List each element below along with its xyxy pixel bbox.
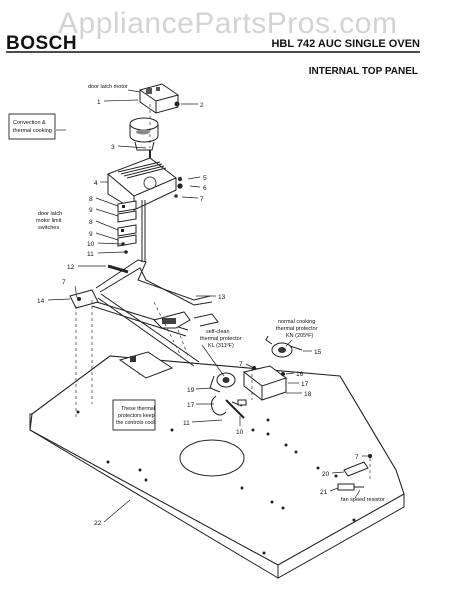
part-number-11b: 11: [183, 420, 190, 427]
door-latch-motor-part: [129, 83, 180, 151]
part-number-4: 4: [94, 180, 98, 187]
part-number-10a: 10: [87, 241, 95, 248]
part-number-10b: 10: [236, 429, 244, 436]
limit-switches-label-line-3: switches: [38, 225, 59, 231]
part-number-22: 22: [94, 520, 102, 527]
limit-switches-label-line-1: door latch: [38, 211, 62, 217]
protector-bracket-part: [210, 365, 288, 419]
self-clean-label-line-1: self-clean: [206, 329, 230, 335]
part-number-9b: 9: [89, 231, 93, 238]
self-clean-label-line-3: KL (311ºF): [208, 342, 234, 349]
brand-logo: BOSCH: [6, 33, 78, 54]
watermark: AppliancePartsPros.com: [58, 7, 398, 40]
part-number-1: 1: [97, 99, 101, 106]
protectors-note-line-3: the controls cool.: [116, 420, 156, 426]
normal-cooking-label-line-2: thermal protector: [276, 326, 318, 332]
convection-callout-box: [8, 113, 56, 140]
top-panel-part: [29, 355, 405, 579]
normal-cooking-label-line-1: normal cooking: [278, 319, 315, 325]
convection-callout-line-2: thermal cooking: [13, 128, 52, 134]
part-number-20: 20: [322, 471, 330, 478]
protectors-note-line-2: protectors keep: [118, 413, 155, 419]
limit-switches-label-line-2: motor limit: [36, 218, 62, 224]
normal-cooking-label-line-3: KN (205ºF): [286, 332, 314, 339]
part-number-19: 19: [187, 387, 195, 394]
part-number-7d: 7: [355, 454, 359, 461]
part-number-3: 3: [111, 144, 115, 151]
latch-slide-part: [69, 289, 200, 367]
part-number-2: 2: [200, 102, 204, 109]
protectors-note-box: [112, 399, 156, 431]
part-number-17b: 17: [187, 402, 195, 409]
part-number-8b: 8: [89, 219, 93, 226]
part-number-16: 16: [296, 371, 304, 378]
part-number-14: 14: [37, 298, 45, 305]
part-number-8a: 8: [89, 196, 93, 203]
part-number-6: 6: [203, 185, 207, 192]
latch-rod-part: [89, 259, 219, 337]
protectors-note-line-1: These thermal: [121, 406, 155, 412]
limit-switch-assembly: [117, 200, 146, 262]
part-number-7b: 7: [62, 279, 66, 286]
part-number-9a: 9: [89, 207, 93, 214]
fan-speed-resistor-part: [337, 454, 372, 491]
motor-bracket-part: [107, 157, 183, 211]
part-number-17a: 17: [301, 381, 309, 388]
fan-speed-resistor-label: fan speed resistor: [341, 497, 385, 503]
part-number-12: 12: [67, 264, 75, 271]
model-title: HBL 742 AUC SINGLE OVEN: [271, 38, 420, 50]
part-number-21: 21: [320, 489, 328, 496]
part-number-18: 18: [304, 391, 312, 398]
part-number-7a: 7: [200, 196, 204, 203]
heat-shield-bracket: [118, 351, 174, 379]
self-clean-label-line-2: thermal protector: [200, 336, 242, 342]
part-number-13: 13: [218, 294, 226, 301]
door-latch-motor-label: door latch motor: [88, 84, 128, 90]
part-number-11a: 11: [87, 251, 94, 258]
section-title: INTERNAL TOP PANEL: [308, 66, 418, 77]
part-number-5: 5: [203, 175, 207, 182]
part-number-15: 15: [314, 349, 322, 356]
convection-callout-line-1: Convection &: [13, 120, 46, 126]
normal-cooking-thermal-protector: [265, 335, 303, 358]
part-number-7c: 7: [239, 361, 243, 368]
